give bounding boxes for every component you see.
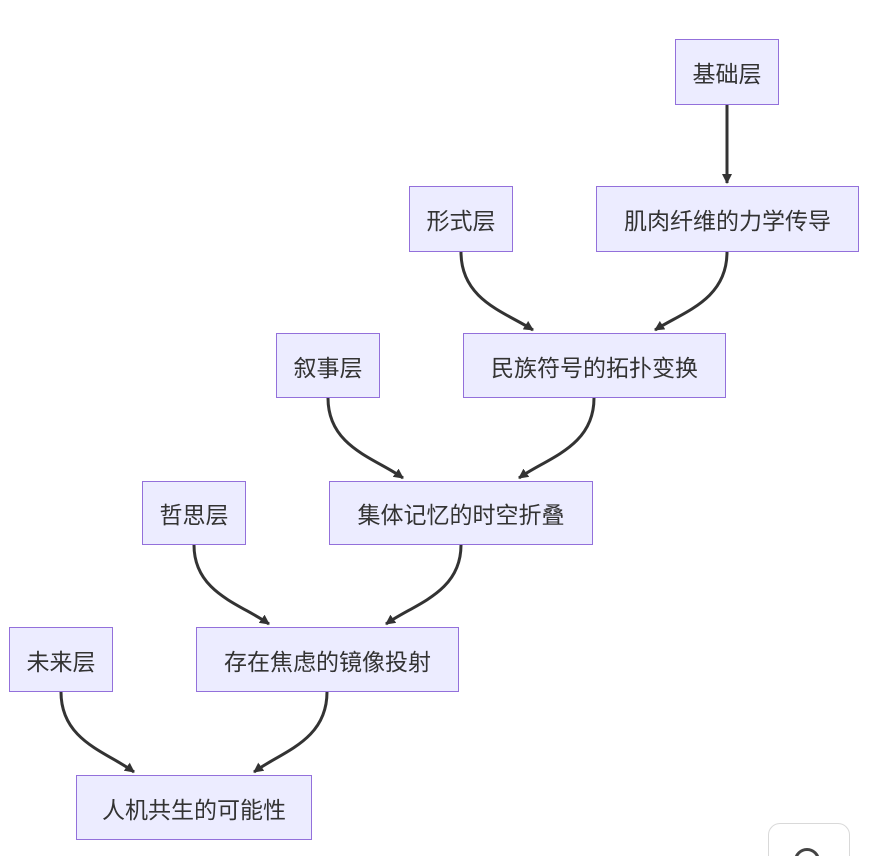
edge-memory-to-anxiety [385, 544, 463, 626]
zoom-button[interactable] [768, 823, 850, 856]
node-narrative-layer-label: 叙事层 [293, 355, 363, 382]
edge-narrative-to-memory [326, 397, 404, 480]
node-base-layer[interactable]: 基础层 [675, 39, 779, 105]
node-human-machine-symbiosis-label: 人机共生的可能性 [102, 797, 286, 824]
node-future-layer[interactable]: 未来层 [9, 627, 113, 692]
edge-form-to-topology [459, 251, 534, 332]
edge-future-to-symbiosis [59, 691, 135, 774]
node-philosophy-layer[interactable]: 哲思层 [142, 481, 246, 545]
node-future-layer-label: 未来层 [26, 649, 96, 676]
node-human-machine-symbiosis[interactable]: 人机共生的可能性 [76, 775, 312, 840]
edge-philosophy-to-anxiety [192, 544, 270, 626]
node-ethnic-symbol-topology[interactable]: 民族符号的拓扑变换 [463, 333, 726, 398]
node-existential-anxiety-projection-label: 存在焦虑的镜像投射 [224, 649, 431, 676]
node-collective-memory-fold[interactable]: 集体记忆的时空折叠 [329, 481, 593, 545]
node-ethnic-symbol-topology-label: 民族符号的拓扑变换 [491, 355, 698, 382]
zoom-icon [794, 848, 820, 856]
node-base-layer-label: 基础层 [692, 62, 762, 88]
edge-anxiety-to-symbiosis [253, 691, 329, 774]
edge-topology-to-memory [518, 397, 596, 480]
node-existential-anxiety-projection[interactable]: 存在焦虑的镜像投射 [196, 627, 459, 692]
node-narrative-layer[interactable]: 叙事层 [276, 333, 380, 398]
node-collective-memory-fold-label: 集体记忆的时空折叠 [357, 503, 565, 529]
edge-muscle-to-topology [654, 251, 729, 332]
node-muscle-mechanics[interactable]: 肌肉纤维的力学传导 [596, 186, 859, 252]
node-form-layer-label: 形式层 [426, 209, 496, 235]
node-muscle-mechanics-label: 肌肉纤维的力学传导 [624, 209, 831, 235]
node-philosophy-layer-label: 哲思层 [159, 503, 229, 529]
node-form-layer[interactable]: 形式层 [409, 186, 513, 252]
